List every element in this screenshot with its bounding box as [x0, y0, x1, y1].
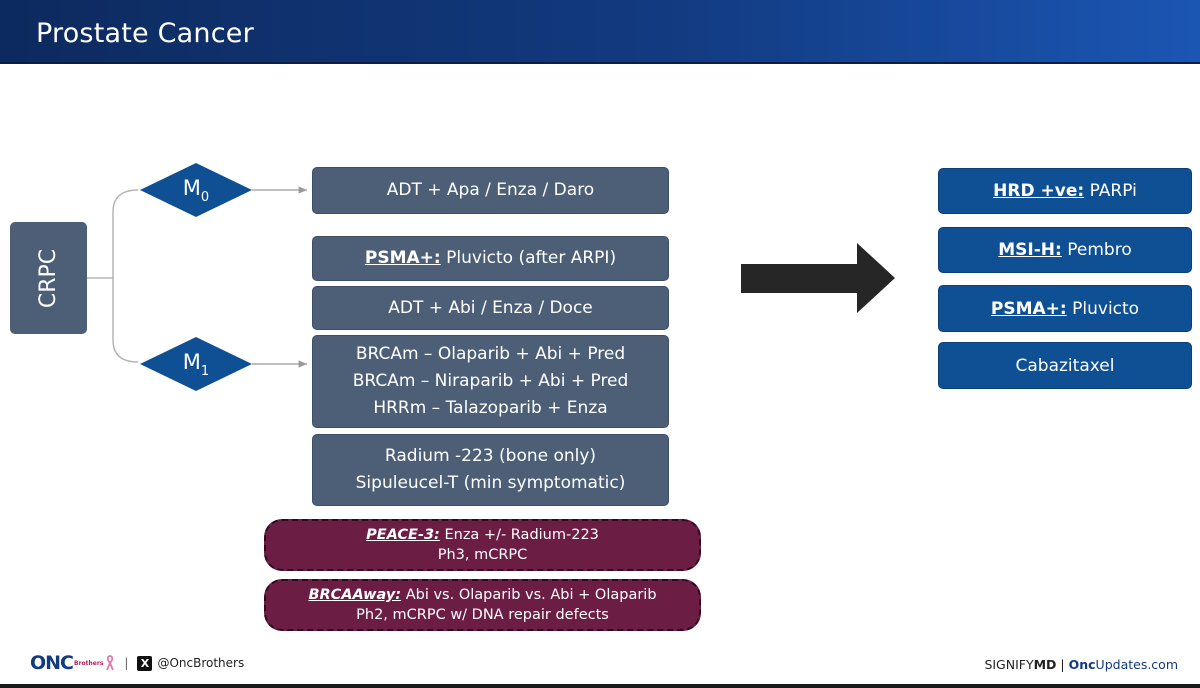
peace3-trial-box: PEACE-3: Enza +/- Radium-223 Ph3, mCRPC	[264, 519, 701, 571]
x-twitter-icon: X	[137, 655, 153, 671]
radium-line: Radium -223 (bone only)	[384, 446, 597, 466]
m1-diamond	[140, 337, 252, 391]
cabazitaxel-box: Cabazitaxel	[938, 342, 1192, 389]
psma-pluvicto-right-box: PSMA+: Pluvicto	[938, 285, 1192, 332]
m0-diamond	[140, 163, 252, 217]
signify-text: SIGNIFY	[984, 657, 1034, 672]
parp-line: HRRm – Talazoparib + Enza	[373, 398, 608, 418]
radium-sipuleucel-box: Radium -223 (bone only) Sipuleucel-T (mi…	[312, 434, 669, 506]
footer-right: SIGNIFYMD | OncUpdates.com	[984, 657, 1178, 672]
m1-label: M1	[182, 350, 210, 379]
hrd-parpi-box: HRD +ve: PARPi	[938, 168, 1192, 214]
msi-pembro-box: MSI-H: Pembro	[938, 227, 1192, 273]
ribbon-icon	[106, 655, 115, 671]
footer-separator: |	[124, 656, 129, 670]
m0-label: M0	[182, 176, 210, 205]
sipuleucel-line: Sipuleucel-T (min symptomatic)	[355, 473, 626, 493]
crpc-box: CRPC	[10, 222, 87, 334]
header-bar: Prostate Cancer	[0, 0, 1200, 62]
md-text: MD	[1033, 657, 1057, 672]
psma-right-label: PSMA+:	[990, 298, 1067, 319]
onc-text: Onc	[1068, 657, 1096, 672]
twitter-handle[interactable]: @OncBrothers	[157, 656, 245, 670]
hrd-label: HRD +ve:	[993, 181, 1085, 201]
psma-label: PSMA+:	[364, 248, 441, 268]
progression-arrow	[741, 243, 895, 313]
m0-treatment-box: ADT + Apa / Enza / Daro	[312, 167, 669, 214]
parp-line: BRCAm – Niraparib + Abi + Pred	[352, 371, 629, 391]
crpc-label: CRPC	[36, 248, 61, 308]
header-divider	[0, 62, 1200, 64]
adt-combination-box: ADT + Abi / Enza / Doce	[312, 286, 669, 330]
branch-connector	[112, 189, 139, 363]
psma-pluvicto-box: PSMA+: Pluvicto (after ARPI)	[312, 236, 669, 281]
parp-inhibitor-box: BRCAm – Olaparib + Abi + Pred BRCAm – Ni…	[312, 335, 669, 428]
peace3-label: PEACE-3:	[366, 527, 440, 543]
msi-label: MSI-H:	[998, 240, 1062, 260]
brcaaway-trial-box: BRCAAway: Abi vs. Olaparib vs. Abi + Ola…	[264, 579, 701, 631]
bottom-bar	[0, 684, 1200, 688]
parp-line: BRCAm – Olaparib + Abi + Pred	[355, 344, 626, 364]
brcaaway-label: BRCAAway:	[308, 587, 402, 603]
page-title: Prostate Cancer	[36, 18, 254, 49]
updates-link[interactable]: Updates.com	[1095, 657, 1178, 672]
